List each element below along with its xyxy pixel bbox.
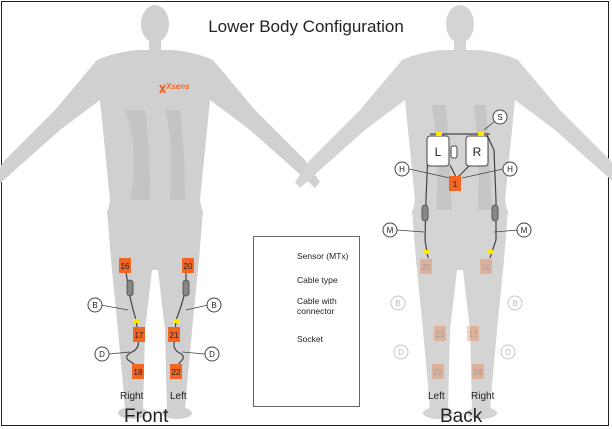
back-callout-h-2: H <box>502 161 518 177</box>
front-callout-d-right-leg: D <box>94 346 110 362</box>
xsens-logo-text: Xsens <box>166 82 190 91</box>
legend-connector-label: Cable with connector <box>297 296 337 316</box>
svg-text:18: 18 <box>134 368 143 377</box>
front-callout-d-left-leg: D <box>204 346 220 362</box>
back-callout-s-0: S <box>492 109 508 125</box>
back-right-label: Right <box>471 391 495 402</box>
svg-text:D: D <box>209 350 215 359</box>
back-faded-sensor-17: 17 <box>467 326 479 341</box>
front-callout-b-right-leg: B <box>87 297 103 313</box>
back-modules <box>426 135 489 167</box>
svg-text:B: B <box>512 299 517 308</box>
svg-text:B: B <box>211 301 216 310</box>
xsens-logo <box>159 84 166 94</box>
back-faded-sensor-20: 20 <box>420 259 432 274</box>
front-left-label: Left <box>170 391 187 402</box>
svg-text:M: M <box>521 226 528 235</box>
back-faded-sensor-18: 18 <box>472 364 484 379</box>
front-sensor-16: 16 <box>119 258 131 273</box>
svg-text:M: M <box>387 226 394 235</box>
front-sockets <box>134 319 179 323</box>
svg-text:22: 22 <box>172 368 181 377</box>
legend-socket-label: Socket <box>297 334 323 344</box>
front-cable-clips <box>126 279 190 297</box>
svg-text:21: 21 <box>436 330 445 339</box>
svg-text:1: 1 <box>453 180 458 189</box>
callout-layer: B B D D S H H M M B B D D L R <box>87 109 532 362</box>
front-callout-b-left-leg: B <box>206 297 222 313</box>
svg-text:17: 17 <box>135 331 144 340</box>
front-sensor-22: 22 <box>170 364 182 379</box>
svg-text:D: D <box>505 348 511 357</box>
svg-text:20: 20 <box>422 263 431 272</box>
svg-text:D: D <box>398 348 404 357</box>
back-faded-callout-b-0: B <box>390 295 406 311</box>
front-sensor-21: 21 <box>168 327 180 342</box>
front-sensor-20: 20 <box>182 258 194 273</box>
back-callout-h-1: H <box>394 161 410 177</box>
legend-sensor-label: Sensor (MTx) <box>297 251 349 261</box>
back-faded-callout-d-3: D <box>500 344 516 360</box>
back-faded-sensor-16: 16 <box>480 259 492 274</box>
front-sensor-17: 17 <box>133 327 145 342</box>
back-faded-sensor-21: 21 <box>434 326 446 341</box>
back-callout-m-4: M <box>516 222 532 238</box>
module-label-l: L <box>435 145 442 159</box>
diagram-title: Lower Body Configuration <box>208 17 404 36</box>
svg-text:H: H <box>507 165 513 174</box>
svg-text:21: 21 <box>170 331 179 340</box>
back-faded-callout-d-2: D <box>393 344 409 360</box>
back-left-label: Left <box>428 391 445 402</box>
svg-text:D: D <box>99 350 105 359</box>
svg-text:B: B <box>92 301 97 310</box>
back-view-label: Back <box>440 406 483 427</box>
svg-text:18: 18 <box>474 368 483 377</box>
svg-text:H: H <box>399 165 405 174</box>
module-label-r: R <box>473 145 482 159</box>
back-sockets <box>424 132 493 254</box>
svg-text:16: 16 <box>121 262 130 271</box>
back-faded-sensor-22: 22 <box>432 364 444 379</box>
svg-text:20: 20 <box>184 262 193 271</box>
front-right-label: Right <box>120 391 144 402</box>
legend <box>253 236 360 407</box>
legend-cable-label: Cable type <box>297 275 338 285</box>
back-callout-m-3: M <box>382 222 398 238</box>
svg-text:S: S <box>497 113 502 122</box>
svg-text:16: 16 <box>482 263 491 272</box>
svg-text:22: 22 <box>434 368 443 377</box>
back-sensor-1: 1 <box>449 176 461 191</box>
back-cable-clips <box>421 204 499 222</box>
front-view-label: Front <box>124 406 169 427</box>
svg-text:B: B <box>395 299 400 308</box>
front-sensor-18: 18 <box>132 364 144 379</box>
svg-text:17: 17 <box>469 330 478 339</box>
back-faded-callout-b-1: B <box>507 295 523 311</box>
